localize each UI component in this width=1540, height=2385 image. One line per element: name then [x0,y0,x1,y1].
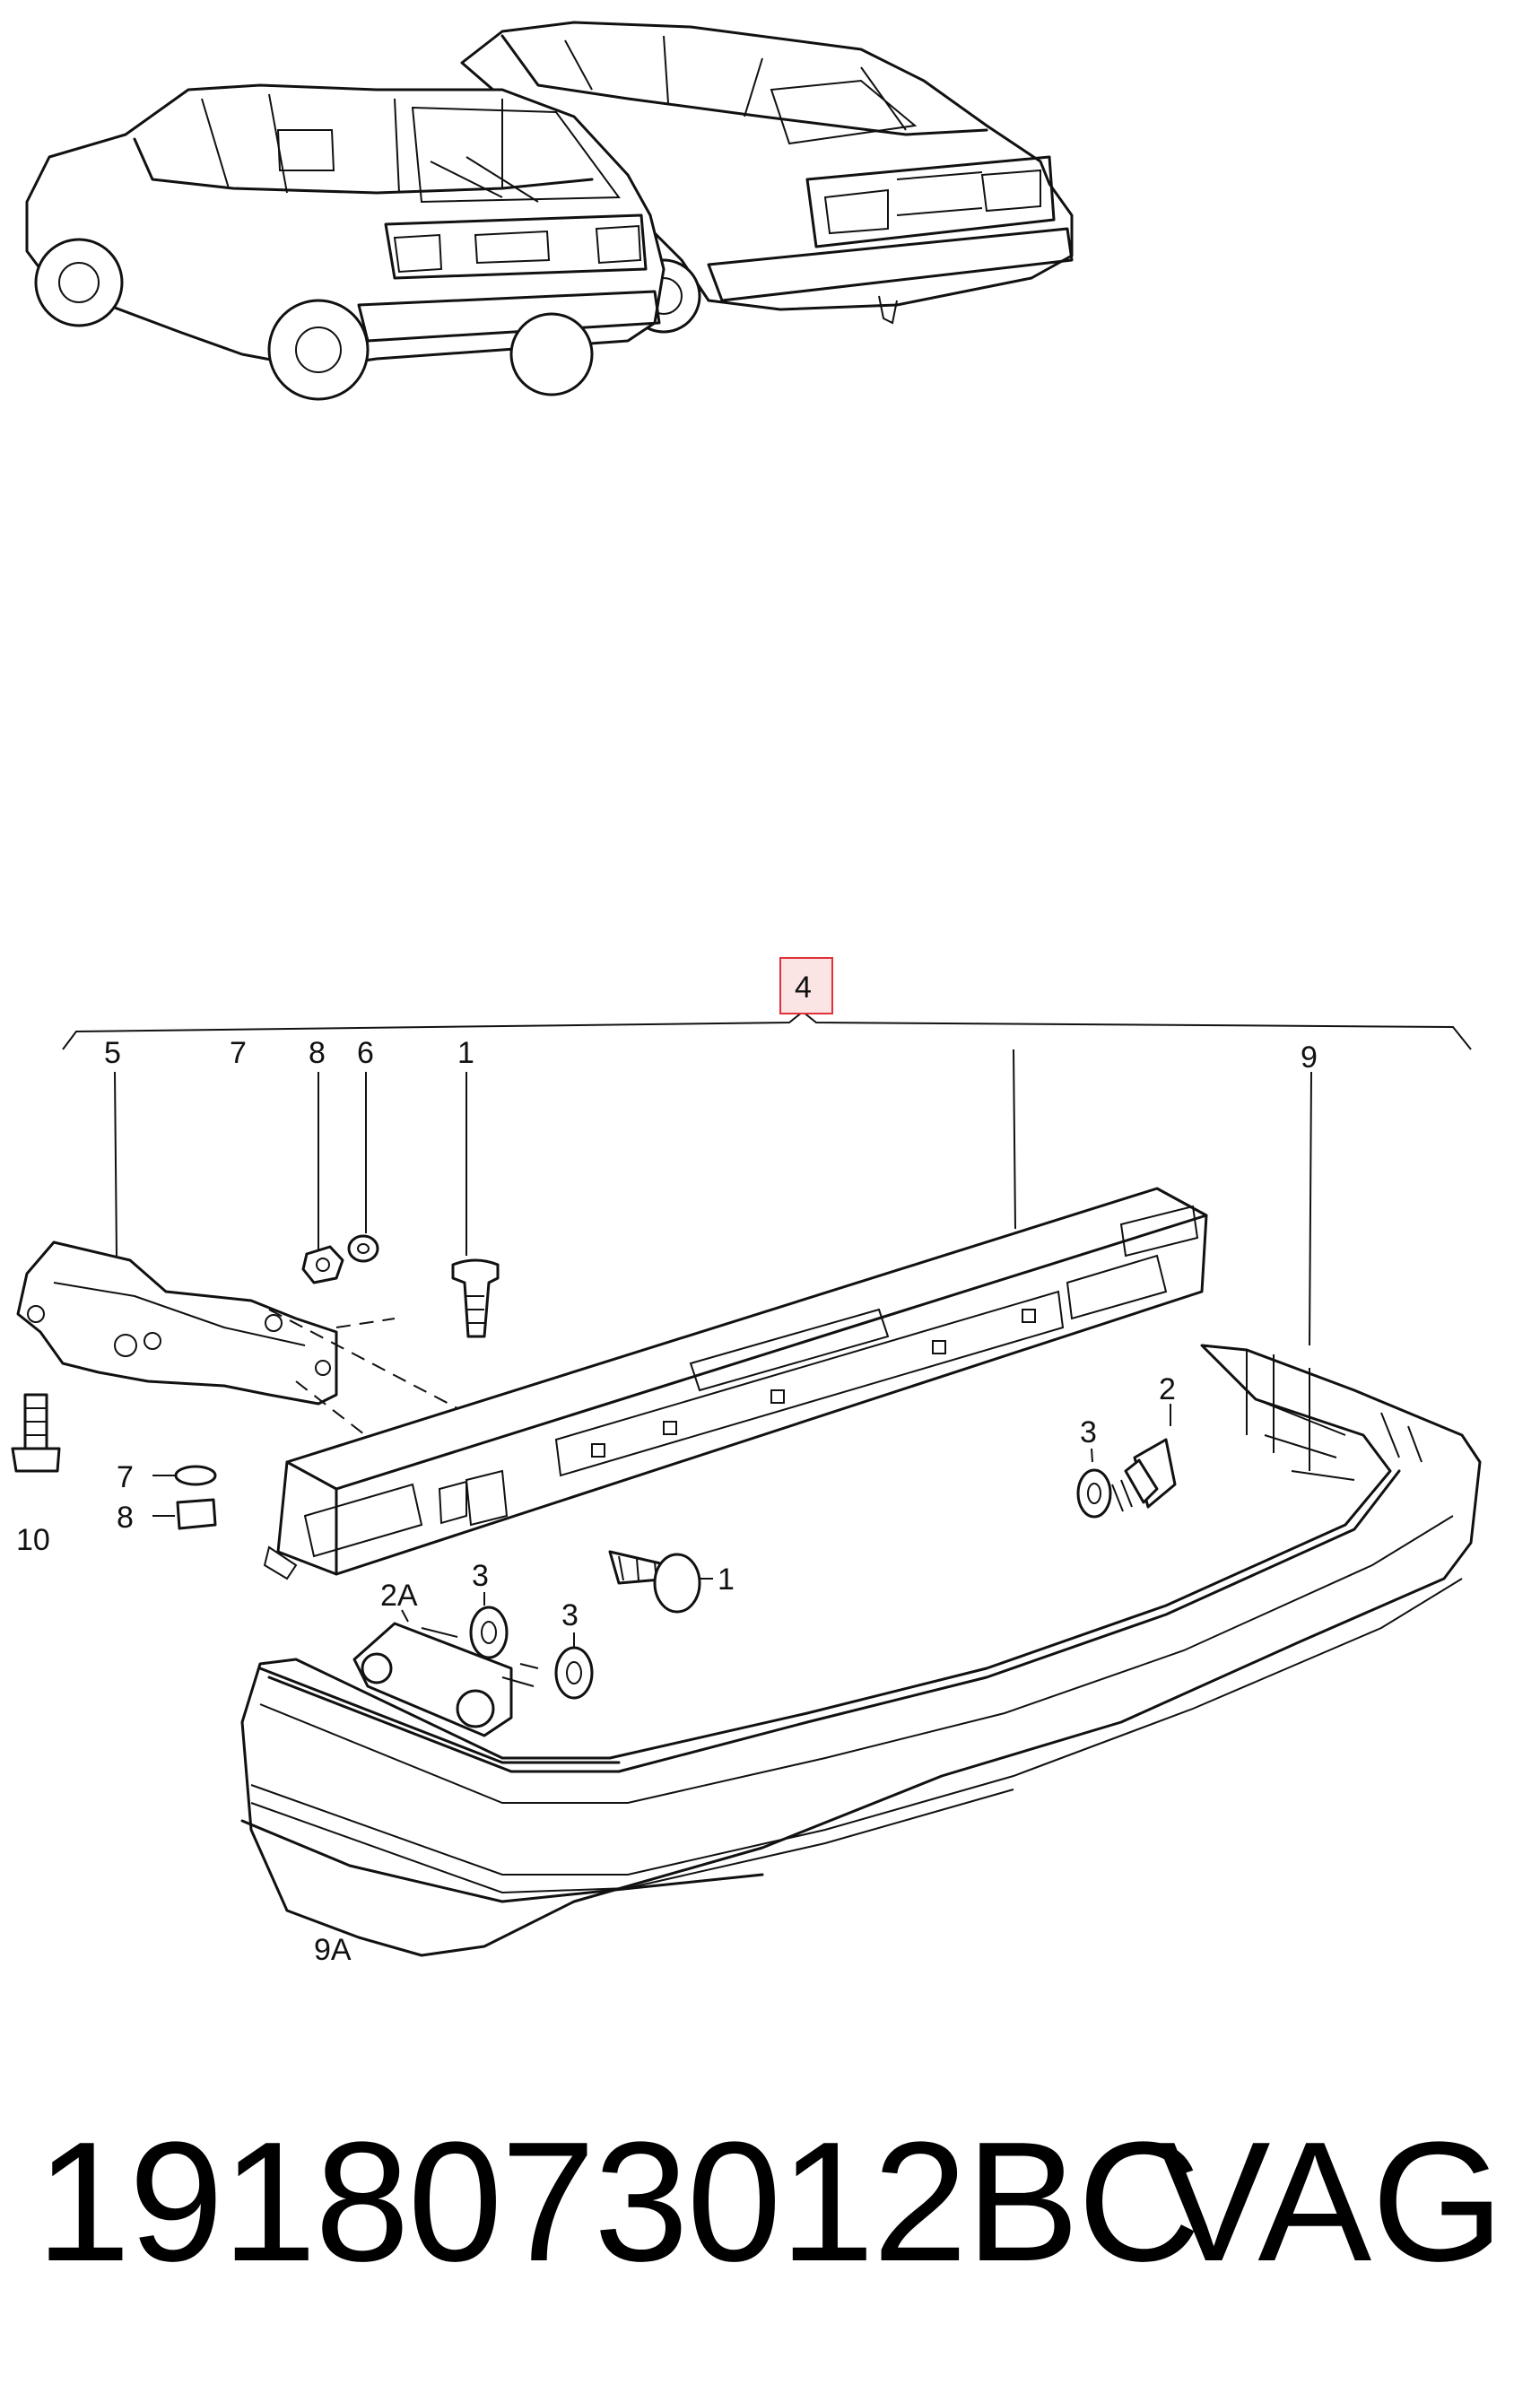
callout-3-right: 3 [1080,1415,1097,1449]
callout-5: 5 [104,1036,121,1070]
callout-6: 6 [357,1036,374,1070]
callout-2: 2 [1159,1372,1176,1406]
callout-9A: 9A [314,1933,352,1967]
callout-1-lower: 1 [718,1562,735,1597]
support-rail [263,1187,1208,1580]
callout-8-top: 8 [309,1036,326,1070]
callout-2A: 2A [380,1579,418,1613]
footer: 1918073012BC VAG [0,2090,1540,2314]
brand-label: VAG [1156,2107,1504,2297]
car-illustrations [25,21,1074,401]
callout-4: 4 [795,971,812,1005]
callout-3-middle: 3 [472,1559,489,1593]
callout-7-top: 7 [230,1036,247,1070]
fasteners [11,1234,1177,1737]
hatchback-illustration [25,83,666,401]
bumper-cover [240,1344,1482,1957]
callout-9: 9 [1301,1040,1318,1075]
callout-1-top: 1 [457,1036,474,1070]
callout-7-bottom: 7 [117,1460,134,1494]
assembly-brace [62,1010,1472,1050]
callout-3-left: 3 [561,1598,579,1632]
mounting-bracket [16,1240,458,1445]
callout-8-bottom: 8 [117,1501,134,1535]
highlight-box [779,957,833,1014]
callout-labels: 4 5 7 8 6 1 9 2 3 7 8 10 1 2A 3 3 9A [16,971,1318,1967]
part-number: 1918073012BC [36,2107,1201,2297]
callout-10: 10 [16,1523,50,1557]
